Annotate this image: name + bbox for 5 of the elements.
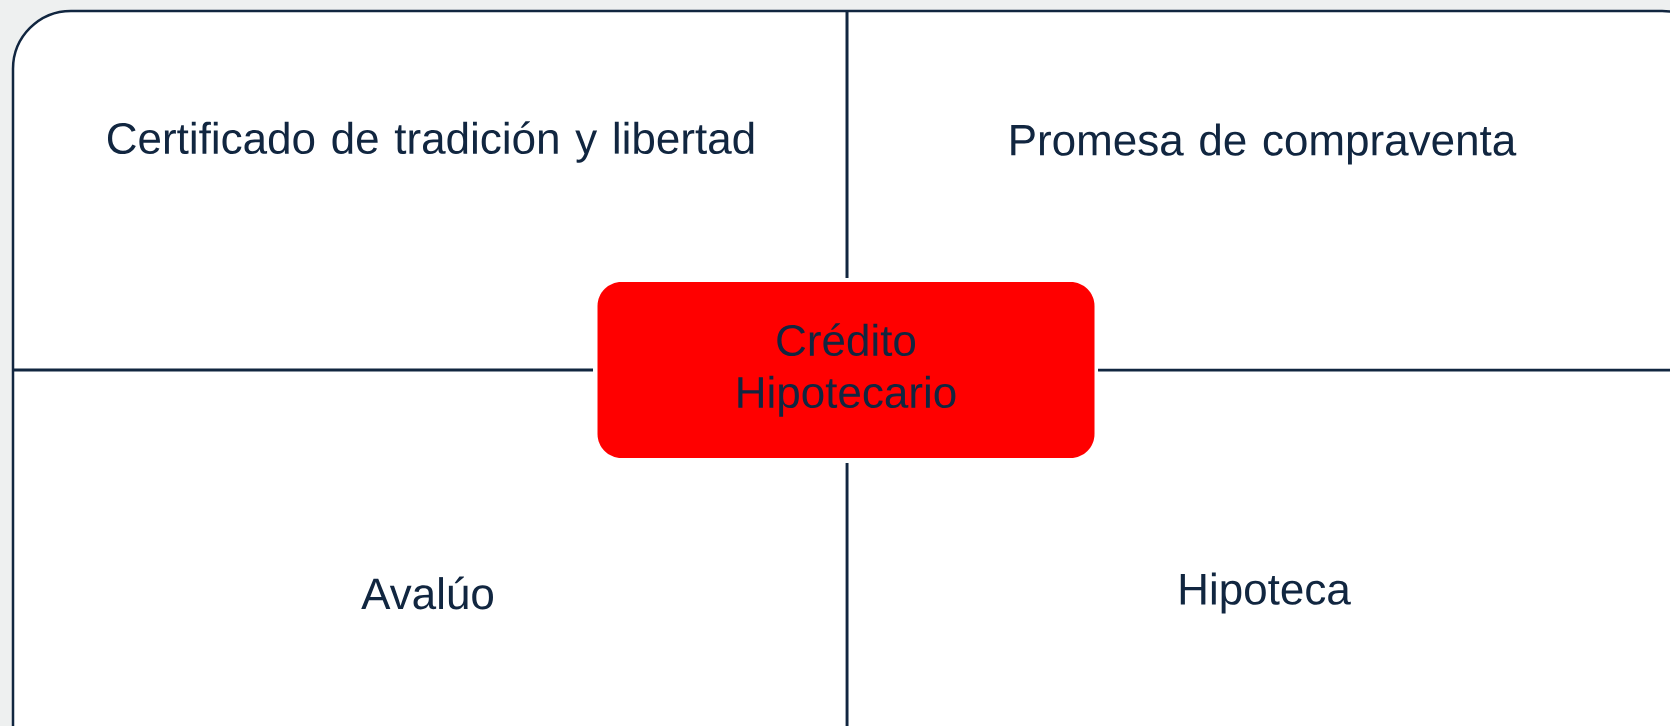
center-box: Crédito Hipotecario	[597, 282, 1095, 458]
quadrant-label: Certificado de tradición y libertad	[107, 121, 754, 163]
quadrant-label: Promesa de compraventa	[1011, 123, 1517, 165]
quadrant-label: Hipoteca	[1180, 572, 1351, 614]
quadrant-label: Avalúo	[361, 576, 493, 610]
